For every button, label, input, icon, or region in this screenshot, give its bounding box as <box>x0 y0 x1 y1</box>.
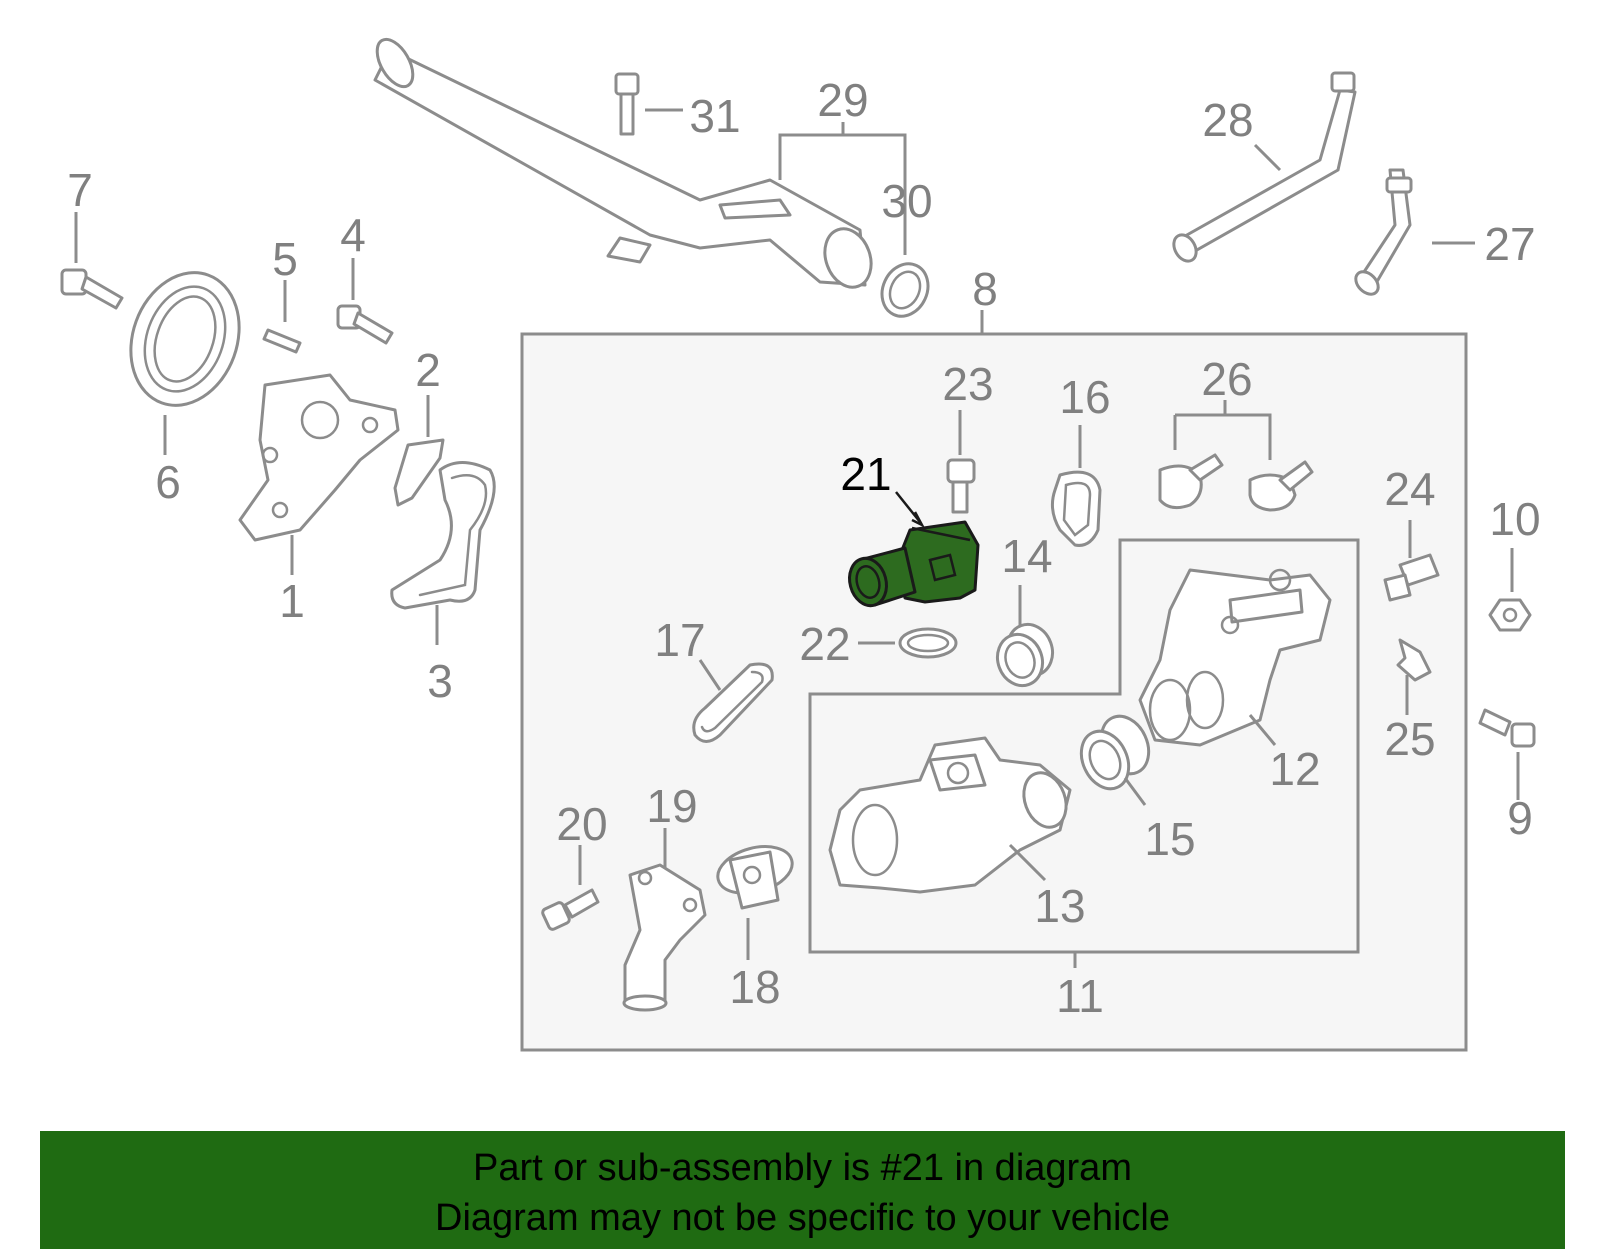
pin-part-5 <box>262 328 302 354</box>
pulley-part-6 <box>129 271 241 407</box>
callout-4: 4 <box>340 209 366 261</box>
callout-1: 1 <box>279 575 305 627</box>
callout-8: 8 <box>972 263 998 315</box>
bolt-part-4 <box>336 304 394 345</box>
callout-22: 22 <box>799 618 850 670</box>
callout-19: 19 <box>646 780 697 832</box>
bolt-part-20 <box>541 888 600 931</box>
callout-17: 17 <box>654 614 705 666</box>
outlet-part-19 <box>622 863 707 1012</box>
callout-20: 20 <box>556 798 607 850</box>
callout-23: 23 <box>942 358 993 410</box>
banner-line-disclaimer: Diagram may not be specific to your vehi… <box>435 1197 1170 1239</box>
gasket-part-17 <box>692 662 774 743</box>
callout-30: 30 <box>881 175 932 227</box>
callout-28: 28 <box>1202 94 1253 146</box>
callout-13: 13 <box>1034 880 1085 932</box>
o-ring-part-30 <box>880 262 930 318</box>
banner-line-part: Part or sub-assembly is #21 in diagram <box>473 1147 1132 1189</box>
callout-3: 3 <box>427 655 453 707</box>
callout-24: 24 <box>1384 463 1435 515</box>
callout-29: 29 <box>817 74 868 126</box>
water-pump-part-1 <box>238 373 400 542</box>
callout-26: 26 <box>1201 353 1252 405</box>
coolant-pipe-part-29 <box>373 37 873 289</box>
callout-5: 5 <box>272 233 298 285</box>
bolt-part-23 <box>946 458 976 514</box>
nut-part-10 <box>1488 598 1532 632</box>
callout-15: 15 <box>1144 813 1195 865</box>
callout-14: 14 <box>1001 530 1052 582</box>
bolt-part-9 <box>1478 708 1536 748</box>
callout-2: 2 <box>415 344 441 396</box>
thermostat-part-18 <box>716 845 794 910</box>
callout-31: 31 <box>689 90 740 142</box>
callout-27: 27 <box>1484 218 1535 270</box>
clip-part-25 <box>1396 638 1432 682</box>
fitting-part-26-b <box>1248 460 1314 512</box>
gasket-part-16 <box>1050 470 1102 547</box>
bolt-part-7 <box>60 268 124 310</box>
housing-part-13 <box>828 736 1072 894</box>
callout-21[interactable]: 21 <box>840 448 891 500</box>
part-info-banner: Part or sub-assembly is #21 in diagram D… <box>40 1131 1565 1249</box>
callout-16: 16 <box>1059 371 1110 423</box>
callout-25: 25 <box>1384 713 1435 765</box>
callout-6: 6 <box>155 456 181 508</box>
callout-10: 10 <box>1489 493 1540 545</box>
sensor-part-24 <box>1383 553 1440 602</box>
gasket-part-2 <box>393 438 445 507</box>
callout-12: 12 <box>1269 743 1320 795</box>
callout-9: 9 <box>1507 792 1533 844</box>
fitting-part-26-a <box>1158 453 1224 510</box>
thermostat-housing-part-21 <box>848 520 980 608</box>
callout-11: 11 <box>1056 970 1104 1022</box>
hose-part-28 <box>1172 71 1357 263</box>
seal-part-15 <box>1079 714 1151 791</box>
housing-part-12 <box>1138 568 1332 747</box>
hose-part-27 <box>1354 168 1413 296</box>
callout-7: 7 <box>67 164 93 216</box>
gasket-part-3 <box>390 461 496 610</box>
seal-part-14 <box>995 622 1055 688</box>
bolt-part-31 <box>614 72 640 136</box>
callout-18: 18 <box>729 961 780 1013</box>
